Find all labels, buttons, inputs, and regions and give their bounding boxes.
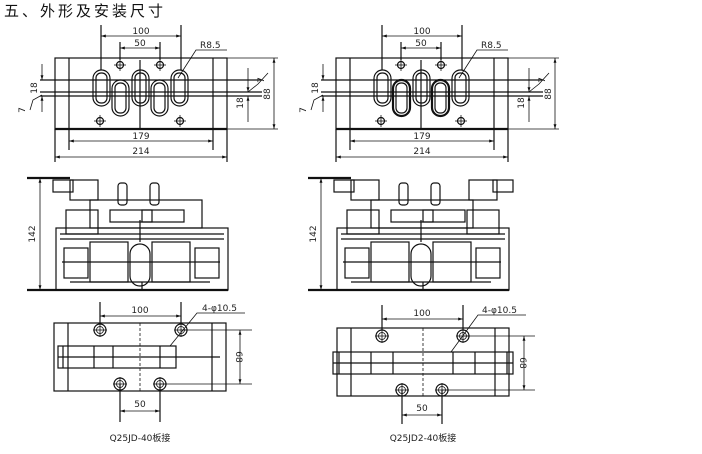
model-caption: Q25JD2-40板接 (390, 432, 457, 444)
dim-50: 50 (134, 39, 146, 49)
dim-214: 214 (132, 147, 149, 157)
dim-7-left: 7 (299, 107, 309, 113)
dim-142: 142 (28, 225, 38, 242)
left-front-view: 142 (27, 176, 229, 292)
dim-18-left: 18 (311, 82, 321, 94)
model-caption: Q25JD-40板接 (110, 432, 171, 444)
dim-179: 179 (413, 132, 430, 142)
dim-88: 88 (263, 88, 273, 100)
dim-68: 68 (233, 351, 243, 363)
dim-18-right: 18 (236, 97, 246, 109)
dim-7-right: 7 (538, 77, 548, 83)
dim-radius: R8.5 (481, 41, 502, 51)
dim-18-left: 18 (30, 82, 40, 94)
dim-7-right: 7 (257, 77, 267, 83)
dim-100: 100 (413, 27, 430, 37)
mount-hole-icon (375, 59, 467, 127)
dim-50: 50 (415, 39, 427, 49)
dim-hole-spec: 4-φ10.5 (482, 306, 517, 316)
dim-radius: R8.5 (200, 41, 221, 51)
right-top-view: 100 50 R8.5 179 214 18 7 18 7 88 (299, 25, 559, 162)
dim-100-bottom: 100 (413, 309, 430, 319)
left-top-body (54, 57, 228, 130)
right-drawing-set: 100 50 R8.5 179 214 18 7 18 7 88 (299, 25, 559, 444)
dim-50-bottom: 50 (134, 400, 146, 410)
left-bottom-view: 100 50 4-φ10.5 68 Q25JD-40板接 (53, 302, 252, 444)
dim-7-left: 7 (18, 107, 28, 113)
dim-214: 214 (413, 147, 430, 157)
dim-50-bottom: 50 (416, 404, 428, 414)
right-front-view: 142 (308, 176, 514, 292)
dim-179: 179 (132, 132, 149, 142)
section-title: 五、外形及安装尺寸 (4, 2, 167, 20)
dim-100: 100 (132, 27, 149, 37)
dim-18-right: 18 (517, 97, 527, 109)
dim-100-bottom: 100 (131, 306, 148, 316)
left-top-view: 100 50 R8.5 179 214 18 7 18 7 (18, 25, 278, 162)
right-bottom-view: 100 50 4-φ10.5 68 Q25JD2-40板接 (332, 305, 535, 444)
mount-hole-icon (94, 59, 186, 127)
left-drawing-set: 100 50 R8.5 179 214 18 7 18 7 (18, 25, 278, 444)
dim-88: 88 (544, 88, 554, 100)
dim-142: 142 (309, 225, 319, 242)
dim-68: 68 (517, 357, 527, 369)
dim-hole-spec: 4-φ10.5 (202, 304, 237, 314)
